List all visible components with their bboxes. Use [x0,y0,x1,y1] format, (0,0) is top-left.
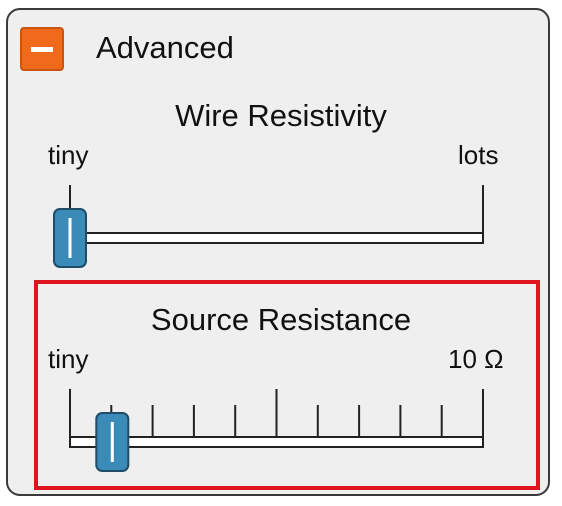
source-resistance-slider[interactable] [69,389,484,472]
minus-icon [31,47,53,52]
wire-resistivity-thumb[interactable] [53,208,87,268]
source-resistance-ticks [69,389,484,437]
source-resistance-highlight [34,280,540,490]
wire-resistivity-track[interactable] [69,232,484,244]
source-resistance-max-label: 10 Ω [448,344,504,374]
source-resistance-min-label: tiny [48,344,89,374]
collapse-button[interactable] [20,27,64,71]
wire-resistivity-max-label: lots [458,140,499,170]
wire-resistivity-slider[interactable] [53,185,484,268]
advanced-panel [6,8,550,496]
advanced-title: Advanced [96,30,234,65]
wire-resistivity-min-label: tiny [48,140,89,170]
source-resistance-thumb[interactable] [95,412,130,472]
source-resistance-track[interactable] [69,436,484,448]
source-resistance-title: Source Resistance [150,302,412,337]
wire-resistivity-title: Wire Resistivity [175,98,387,133]
